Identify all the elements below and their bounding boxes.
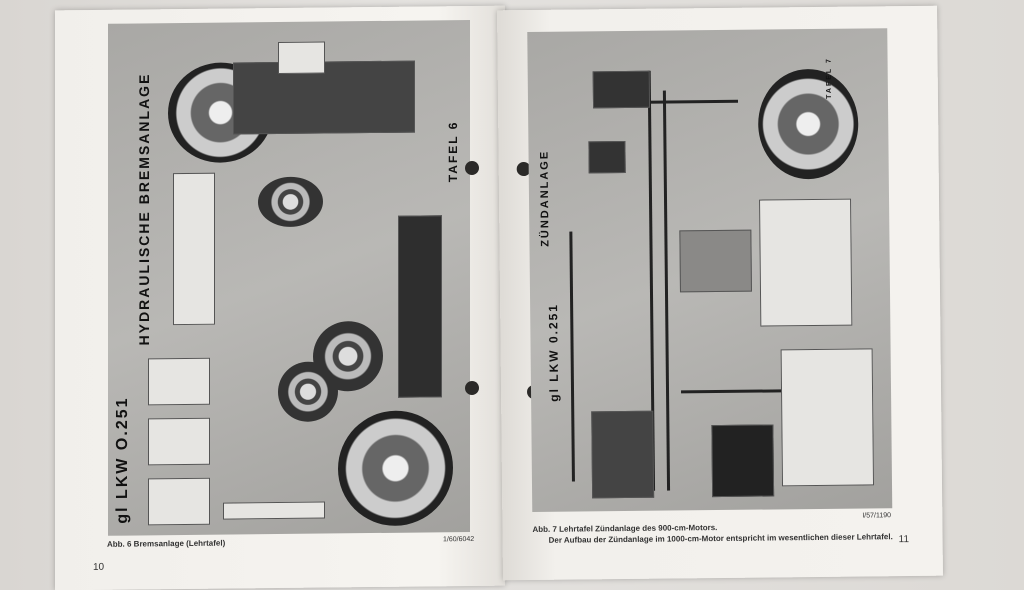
plate-number: TAFEL 7 xyxy=(825,57,833,99)
cylinder-illustration xyxy=(173,172,215,326)
wheel-illustration xyxy=(278,361,338,423)
wheel-illustration xyxy=(258,176,323,228)
reference-number: 1/60/6042 xyxy=(443,535,475,544)
page-number: 11 xyxy=(898,534,910,546)
fitting-illustration xyxy=(223,501,325,520)
brake-line-panel-illustration xyxy=(398,215,442,398)
color-swatch-illustration xyxy=(278,41,325,75)
ignition-switch-illustration xyxy=(592,70,651,109)
page-number: 10 xyxy=(93,561,105,573)
figure-caption: Abb. 6 Bremsanlage (Lehrtafel) xyxy=(107,538,226,549)
punch-hole xyxy=(465,160,479,176)
figure-caption-line2: Der Aufbau der Zündanlage im 1000-cm-Mot… xyxy=(548,532,893,545)
plate-title: HYDRAULISCHE BREMSANLAGE xyxy=(136,72,152,346)
ignition-system-plate: ZÜNDANLAGE gl LKW 0.251 TAFEL 7 xyxy=(527,28,893,512)
vehicle-label: gl LKW O.251 xyxy=(114,396,131,524)
valve-illustration xyxy=(148,417,210,466)
wiring-diagram-illustration xyxy=(759,198,853,327)
distributor-illustration xyxy=(757,68,859,180)
plate-number: TAFEL 6 xyxy=(446,120,460,183)
battery-illustration xyxy=(711,424,775,498)
reference-number: I/57/1190 xyxy=(862,512,892,520)
wire xyxy=(662,90,671,491)
relay-illustration xyxy=(588,140,626,174)
brake-shoe-illustration xyxy=(338,410,453,527)
left-page: HYDRAULISCHE BREMSANLAGE gl LKW O.251 TA… xyxy=(55,5,505,590)
circuit-diagram-illustration xyxy=(780,348,875,487)
punch-hole xyxy=(465,380,479,396)
wire xyxy=(569,231,575,482)
brake-system-plate: HYDRAULISCHE BREMSANLAGE gl LKW O.251 TA… xyxy=(108,20,470,536)
right-page: ZÜNDANLAGE gl LKW 0.251 TAFEL 7 I/57/119… xyxy=(497,5,943,581)
engine-illustration xyxy=(679,229,752,293)
vehicle-label: gl LKW 0.251 xyxy=(546,302,562,402)
figure-caption-line1: Abb. 7 Lehrtafel Zündanlage des 900-cm-M… xyxy=(532,523,718,534)
plate-title: ZÜNDANLAGE xyxy=(538,149,552,247)
valve-illustration xyxy=(148,477,210,526)
valve-illustration xyxy=(148,357,210,406)
coil-illustration xyxy=(591,410,655,499)
